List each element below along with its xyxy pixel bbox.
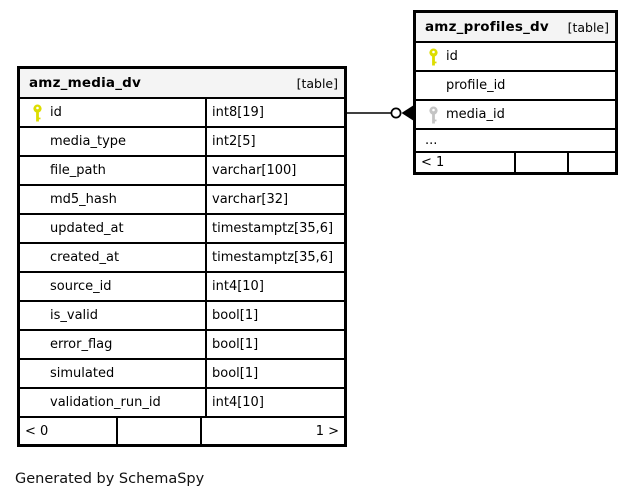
column-name: is_valid [50,308,99,323]
more-columns-ellipsis: ... [416,130,615,153]
table-type-badge: [table] [296,75,338,91]
primary-key-icon [32,104,43,122]
column-type: timestamptz[35,6] [205,215,344,242]
column-type: varchar[100] [205,157,344,184]
relationship-connector [346,105,413,121]
table-node-amz-profiles-dv: amz_profiles_dv [table] id profile_id [413,10,618,175]
cardinality-cell-left: < 0 [20,418,118,444]
cardinality-cell-middle [118,418,202,444]
column-name: validation_run_id [50,395,161,410]
column-name: file_path [50,163,106,178]
table-row: validation_run_id int4[10] [20,389,344,418]
table-row: file_path varchar[100] [20,157,344,186]
column-type: bool[1] [205,302,344,329]
table-row: error_flag bool[1] [20,331,344,360]
cardinality-cell-left: < 1 [416,153,516,172]
column-name: md5_hash [50,192,117,207]
cardinality-cell-right [569,153,615,172]
column-type: int8[19] [205,99,344,126]
cardinality-footer: < 0 1 > [20,418,344,444]
column-name: created_at [50,250,120,265]
foreign-key-icon [428,106,439,124]
column-name: id [446,49,458,64]
column-type: int4[10] [205,273,344,300]
column-name: media_id [446,107,505,122]
column-name: updated_at [50,221,124,236]
zero-cardinality-circle-marker [390,107,402,119]
table-row: created_at timestamptz[35,6] [20,244,344,273]
cardinality-footer: < 1 [416,153,615,172]
table-row: source_id int4[10] [20,273,344,302]
table-row: updated_at timestamptz[35,6] [20,215,344,244]
table-row: media_id [416,101,615,130]
column-type: timestamptz[35,6] [205,244,344,271]
column-type: int4[10] [205,389,344,416]
column-name: media_type [50,134,127,149]
column-type: int2[5] [205,128,344,155]
column-name: profile_id [446,78,506,93]
primary-key-icon [428,48,439,66]
generated-by-note: Generated by SchemaSpy [15,471,205,487]
table-row: is_valid bool[1] [20,302,344,331]
table-row: media_type int2[5] [20,128,344,157]
table-row: simulated bool[1] [20,360,344,389]
cardinality-cell-middle [516,153,569,172]
column-name: source_id [50,279,112,294]
table-row: id [416,43,615,72]
table-header-amz-media-dv[interactable]: amz_media_dv [table] [20,69,344,99]
table-row: profile_id [416,72,615,101]
arrowhead-marker [401,105,413,121]
table-type-badge: [table] [567,19,609,35]
column-type: bool[1] [205,360,344,387]
table-name[interactable]: amz_profiles_dv [425,19,549,35]
table-name[interactable]: amz_media_dv [29,75,142,91]
column-name: error_flag [50,337,113,352]
table-row: id int8[19] [20,99,344,128]
table-row: md5_hash varchar[32] [20,186,344,215]
table-header-amz-profiles-dv[interactable]: amz_profiles_dv [table] [416,13,615,43]
column-type: varchar[32] [205,186,344,213]
table-node-amz-media-dv: amz_media_dv [table] id int8[19] media_t… [17,66,347,447]
cardinality-cell-right: 1 > [315,423,339,439]
column-name: simulated [50,366,115,381]
column-type: bool[1] [205,331,344,358]
column-name: id [50,105,62,120]
